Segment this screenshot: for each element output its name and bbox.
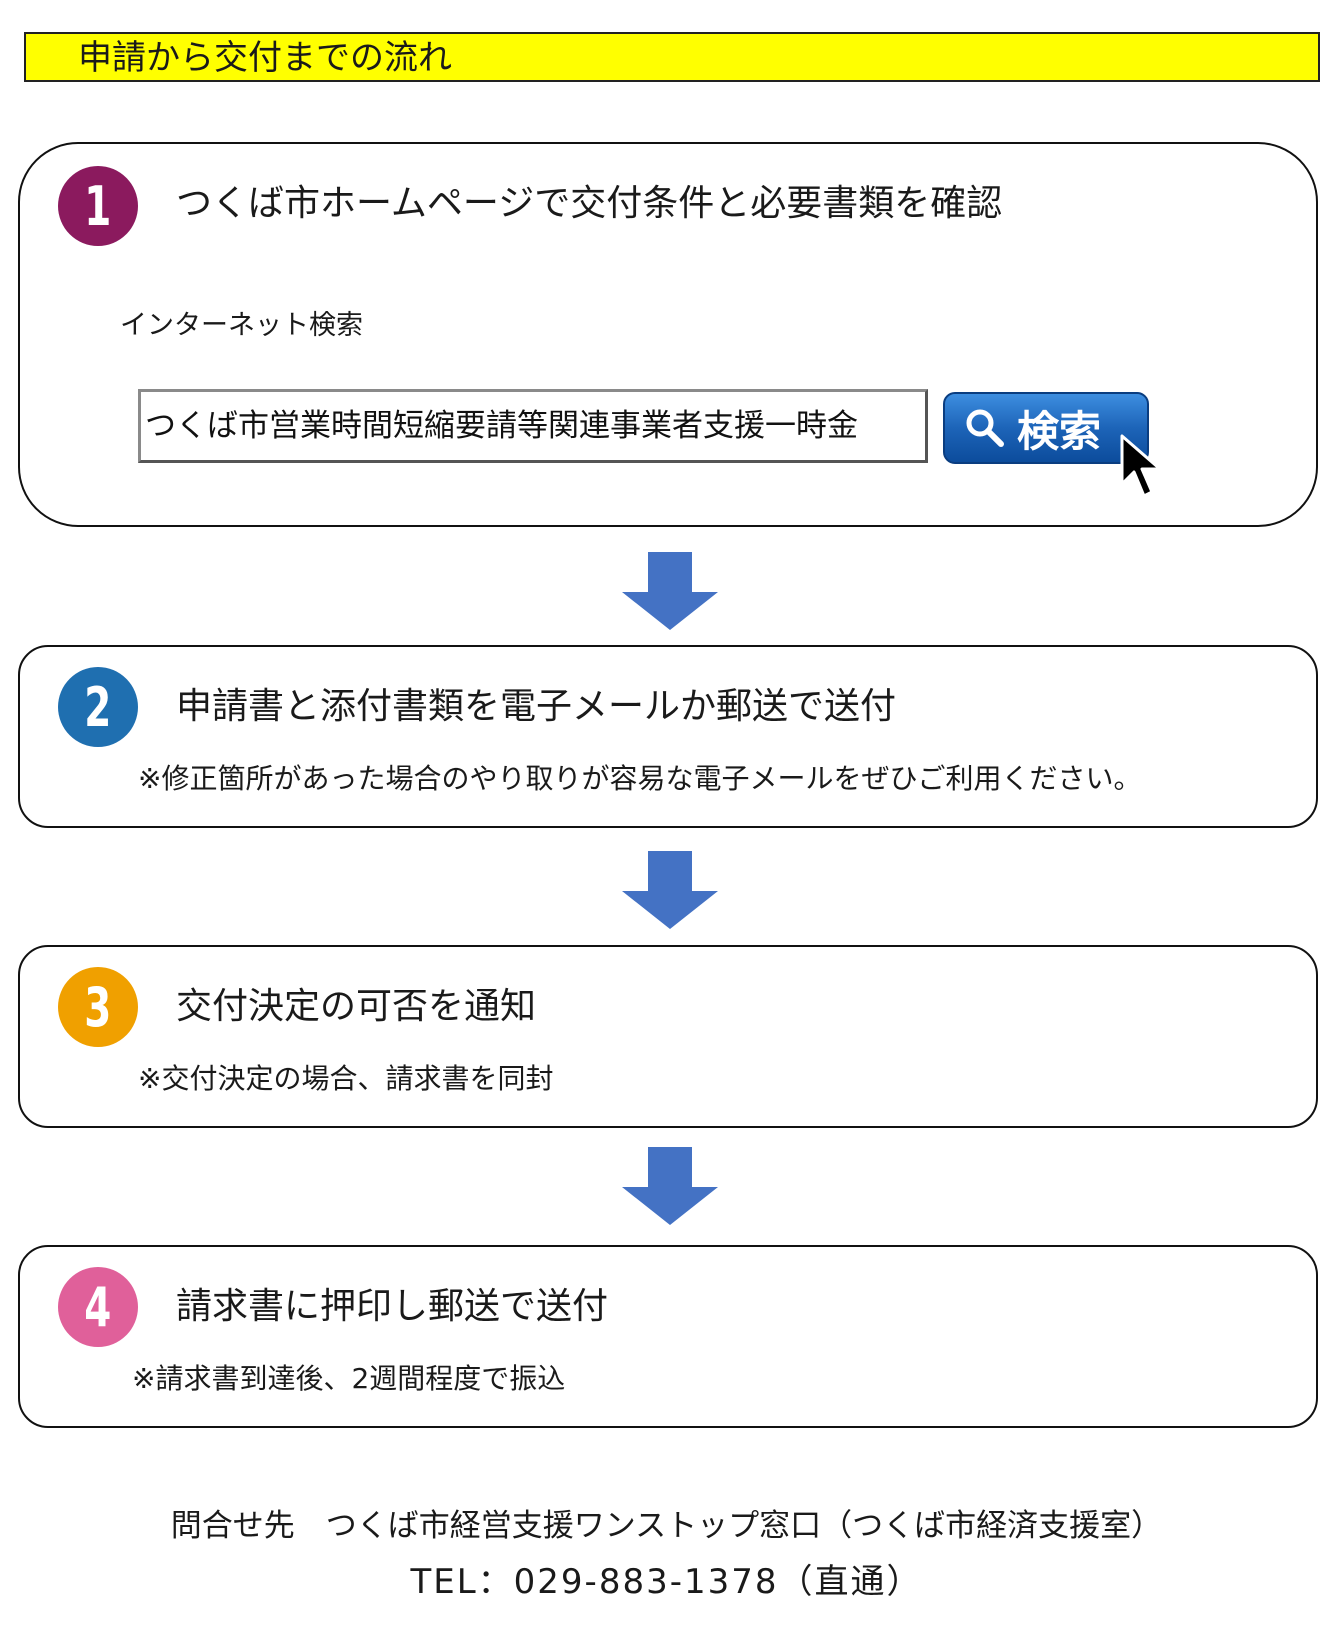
step-2-badge: 2 (58, 667, 138, 747)
step-3-badge: 3 (58, 967, 138, 1047)
step-4-badge: 4 (58, 1267, 138, 1347)
search-label: インターネット検索 (120, 310, 363, 341)
step-3-text: 交付決定の可否を通知 (176, 986, 537, 1027)
down-arrow-icon (622, 1147, 718, 1225)
step-4-note: ※請求書到達後、2週間程度で振込 (132, 1362, 566, 1395)
search-input[interactable]: つくば市営業時間短縮要請等関連事業者支援一時金 (138, 389, 928, 463)
step-4-card: 4 請求書に押印し郵送で送付 ※請求書到達後、2週間程度で振込 (18, 1245, 1318, 1428)
step-3-card: 3 交付決定の可否を通知 ※交付決定の場合、請求書を同封 (18, 945, 1318, 1128)
step-2-text: 申請書と添付書類を電子メールか郵送で送付 (176, 686, 897, 727)
title-bar: 申請から交付までの流れ (24, 32, 1320, 82)
step-2-card: 2 申請書と添付書類を電子メールか郵送で送付 ※修正箇所があった場合のやり取りが… (18, 645, 1318, 828)
step-4-text: 請求書に押印し郵送で送付 (176, 1286, 609, 1327)
step-1-text: つくば市ホームページで交付条件と必要書類を確認 (176, 183, 1003, 224)
page-title: 申請から交付までの流れ (78, 38, 452, 78)
step-3-note: ※交付決定の場合、請求書を同封 (138, 1062, 554, 1095)
contact-info: 問合せ先 つくば市経営支援ワンストップ窓口（つくば市経済支援室） (170, 1508, 1163, 1544)
step-1-card: 1 つくば市ホームページで交付条件と必要書類を確認 インターネット検索 つくば市… (18, 142, 1318, 527)
search-button-label: 検索 (1017, 406, 1102, 456)
search-icon (966, 409, 1004, 447)
down-arrow-icon (622, 851, 718, 929)
down-arrow-icon (622, 552, 718, 630)
contact-phone: TEL：029-883-1378（直通） (410, 1562, 923, 1602)
cursor-icon (1120, 434, 1162, 498)
step-2-note: ※修正箇所があった場合のやり取りが容易な電子メールをぜひご利用ください。 (138, 762, 1142, 795)
step-1-badge: 1 (58, 166, 138, 246)
search-button[interactable]: 検索 (943, 392, 1149, 464)
